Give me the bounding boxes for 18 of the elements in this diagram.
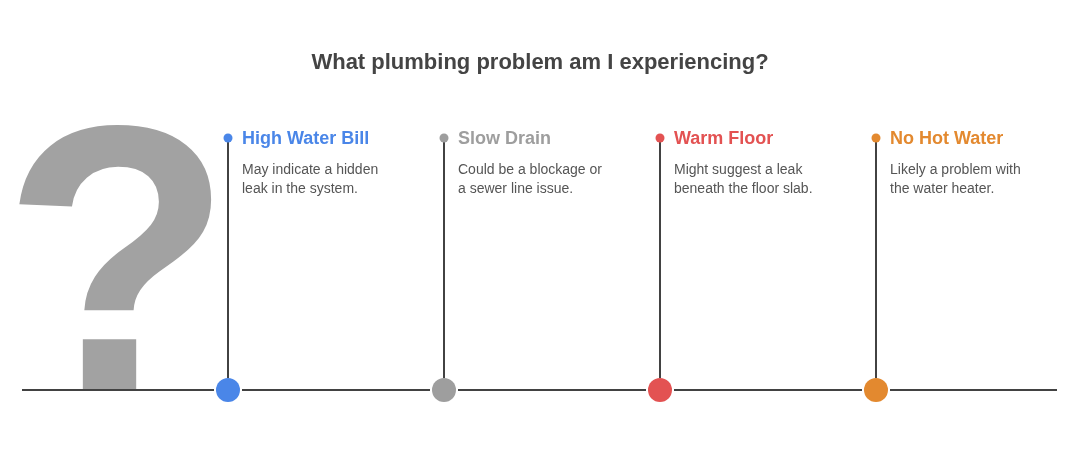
connector-line: [871, 133, 881, 379]
connector-line: [655, 133, 665, 379]
item-heading: No Hot Water: [890, 127, 1005, 150]
item-description: Could be a blockage or a sewer line issue.: [458, 160, 603, 198]
diagram-title: What plumbing problem am I experiencing?: [311, 49, 769, 74]
question-mark: ?: [2, 119, 214, 399]
timeline-marker: [432, 378, 456, 402]
timeline-marker: [216, 378, 240, 402]
connector-line: [223, 133, 233, 379]
timeline-marker: [864, 378, 888, 402]
connector-line: [439, 133, 449, 379]
item-heading: High Water Bill: [242, 127, 371, 150]
item-description: May indicate a hidden leak in the system.: [242, 160, 380, 198]
timeline-marker: [648, 378, 672, 402]
item-heading: Warm Floor: [674, 127, 775, 150]
item-heading: Slow Drain: [458, 127, 552, 150]
item-description: Might suggest a leak beneath the floor slab.: [674, 160, 814, 198]
item-description: Likely a problem with the water heater.: [890, 160, 1022, 198]
